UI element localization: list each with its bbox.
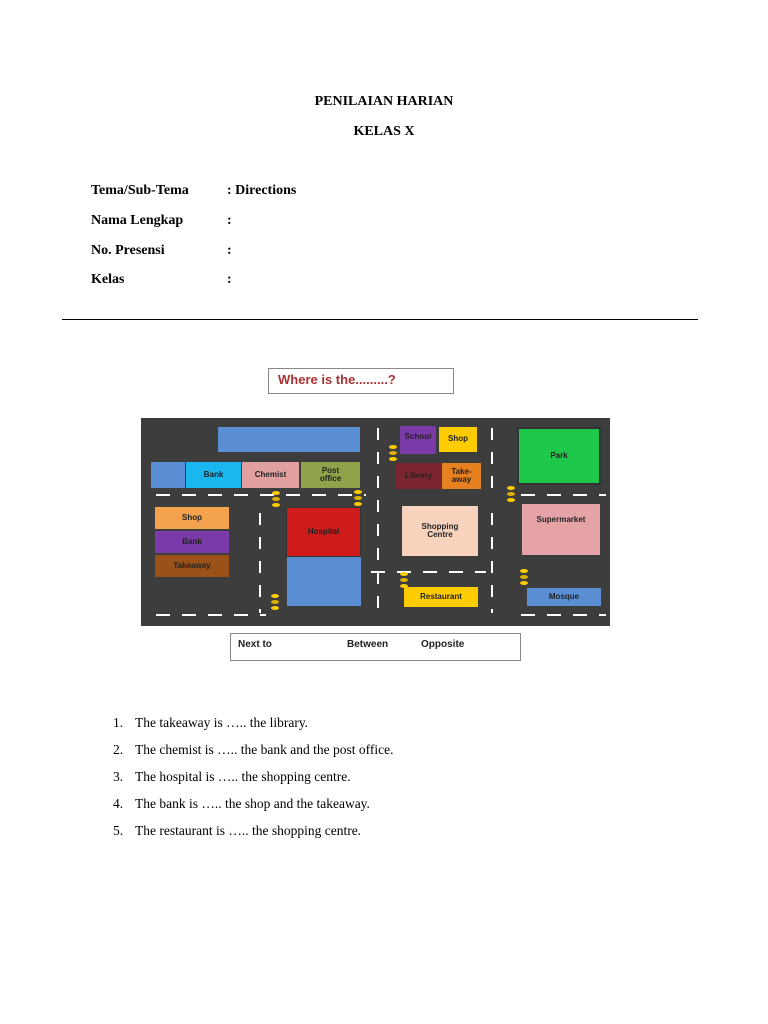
field-value: : [227,272,232,287]
map-title-box: Where is the.........? [268,368,454,394]
road-marking [491,513,493,613]
field-label: Kelas [91,272,125,287]
unlabeled-building [218,427,360,452]
unlabeled-building-left [151,462,185,488]
field-theme: Tema/Sub-Tema : Directions [91,183,296,199]
question-number: 3. [113,769,124,784]
question-number: 5. [113,823,124,838]
supermarket-block: Supermarket [522,504,600,555]
post-office-block: Post office [301,462,360,488]
question-item: 1. The takeaway is ….. the library. [113,715,308,731]
question-number: 4. [113,796,124,811]
shop-block-top: Shop [439,427,477,452]
page-title: PENILAIAN HARIAN [314,94,454,109]
road-marking [521,614,606,616]
question-text: The hospital is ….. the shopping centre. [135,769,351,784]
shopping-centre-block: Shopping Centre [402,506,478,556]
divider-line [62,319,698,320]
library-block: Library [396,463,441,489]
street-map: School Shop Park Bank Chemist Post offic… [141,418,610,626]
traffic-light-icon [504,485,518,503]
field-full-name: Nama Lengkap: [91,213,232,229]
road-marking [521,494,606,496]
field-value: : Directions [227,183,297,198]
question-text: The takeaway is ….. the library. [135,715,309,730]
class-title: KELAS X [353,124,415,139]
takeaway-block-left: Takeaway [155,555,229,577]
question-text: The restaurant is ….. the shopping centr… [135,823,362,838]
traffic-light-icon [517,568,531,586]
traffic-light-icon [351,489,365,507]
question-item: 3. The hospital is ….. the shopping centr… [113,769,351,785]
field-value: : [227,213,232,228]
question-item: 5. The restaurant is ….. the shopping cen… [113,823,361,839]
word-next-to: Next to [238,639,272,650]
park-block: Park [517,427,601,485]
road-marking [156,614,266,616]
takeaway-block-top: Take-away [442,463,481,489]
shop-block-left: Shop [155,507,229,529]
field-label: No. Presensi [91,243,165,258]
school-block: School [400,426,436,454]
field-label: Nama Lengkap [91,213,184,228]
road-marking [377,428,379,608]
road-marking [156,494,366,496]
word-box: Next to Between Opposite [230,633,521,661]
map-title: Where is the.........? [278,372,396,387]
question-number: 2. [113,742,124,757]
field-value: : [227,243,232,258]
bank-block-left: Bank [155,531,229,553]
word-between: Between [347,639,389,650]
traffic-light-icon [386,444,400,462]
word-opposite: Opposite [421,639,465,650]
question-text: The chemist is ….. the bank and the post… [135,742,394,757]
unlabeled-building-hospital [287,556,361,606]
field-attendance-no: No. Presensi: [91,243,232,259]
traffic-light-icon [269,490,283,508]
traffic-light-icon [268,593,282,611]
field-class: Kelas: [91,272,232,288]
hospital-block: Hospital [286,507,361,557]
road-marking [491,428,493,498]
question-item: 4. The bank is ….. the shop and the takea… [113,796,370,812]
chemist-block: Chemist [242,462,299,488]
mosque-block: Mosque [527,588,601,606]
road-marking [259,513,261,613]
field-label: Tema/Sub-Tema [91,183,189,198]
traffic-light-icon [397,571,411,589]
bank-block-top: Bank [186,462,241,488]
question-text: The bank is ….. the shop and the takeawa… [135,796,370,811]
restaurant-block: Restaurant [404,587,478,607]
question-number: 1. [113,715,124,730]
road-marking [371,571,486,573]
question-item: 2. The chemist is ….. the bank and the po… [113,742,393,758]
